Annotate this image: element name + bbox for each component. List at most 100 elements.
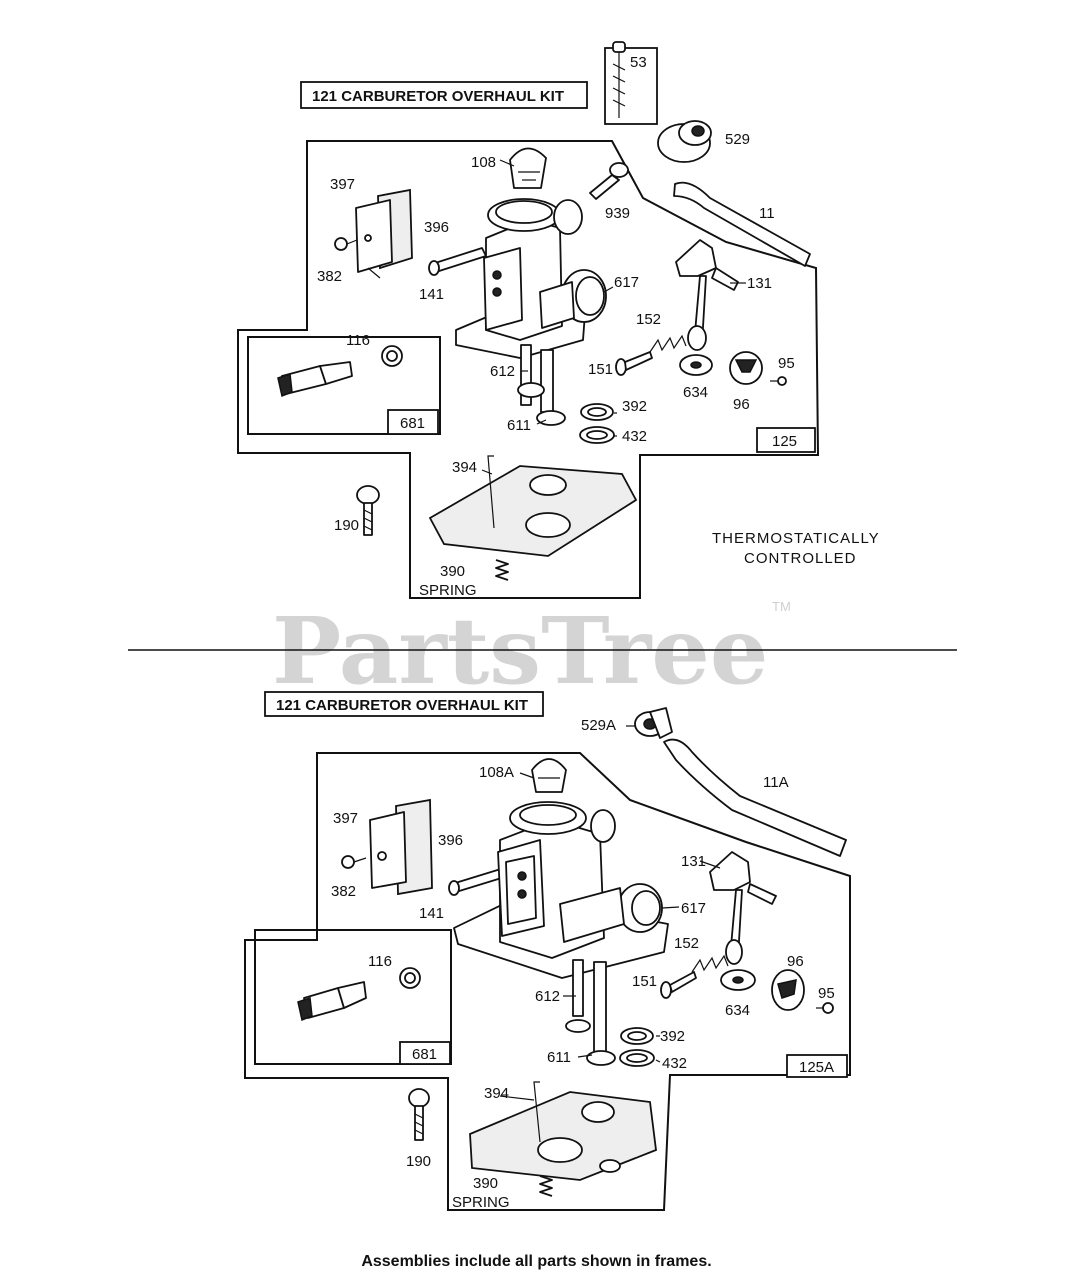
choke-knob-icon — [509, 147, 547, 189]
upper-leader-lines — [367, 159, 746, 475]
callout-label: 96 — [787, 953, 804, 970]
callout-label: 108A — [479, 764, 514, 781]
callout-label: 634 — [725, 1002, 750, 1019]
thermostat-note-line2: CONTROLLED — [744, 550, 857, 567]
callout-label: 190 — [334, 517, 359, 534]
lower-681-tag — [399, 1041, 451, 1065]
elbow-fitting-icon — [634, 707, 673, 739]
callout-label: 392 — [660, 1028, 685, 1045]
callout-label: 634 — [683, 384, 708, 401]
callout-label: 131 — [681, 853, 706, 870]
screw-icon — [334, 237, 358, 251]
callout-label: 390 — [440, 563, 465, 580]
upper-part-53-box — [604, 47, 658, 125]
screw-icon — [356, 485, 380, 536]
callout-label: 432 — [662, 1055, 687, 1072]
needle-valve-icon — [297, 981, 367, 1022]
gasket-ring-icon — [619, 1049, 655, 1067]
callout-label: 611 — [547, 1049, 571, 1066]
carburetor-body-icon — [453, 801, 669, 1066]
callout-label: 11A — [763, 774, 789, 791]
screw-icon — [612, 41, 626, 118]
callout-label: 131 — [747, 275, 772, 292]
callout-label: 394 — [452, 459, 477, 476]
throttle-shaft-icon — [428, 247, 487, 276]
callout-label: 432 — [622, 428, 647, 445]
screw-icon — [770, 376, 787, 386]
choke-valve-icon — [589, 162, 629, 200]
thermostat-disc-icon — [729, 351, 763, 385]
seal-cap-icon — [381, 345, 403, 367]
upper-681-tag — [387, 409, 439, 435]
watermark-trademark: TM — [772, 599, 791, 614]
screw-icon — [341, 855, 367, 869]
upper-kit-title-box: 121 CARBURETOR OVERHAUL KIT — [300, 81, 588, 109]
callout-label: 617 — [681, 900, 706, 917]
washer-icon — [679, 354, 713, 376]
callout-label: 11 — [759, 205, 775, 222]
callout-label: 151 — [588, 361, 613, 378]
callout-label: 95 — [778, 355, 795, 372]
callout-label: 617 — [614, 274, 639, 291]
callout-label: 95 — [818, 985, 835, 1002]
callout-label: 939 — [605, 205, 630, 222]
callout-label: 141 — [419, 286, 444, 303]
air-filter-element-icon — [369, 798, 433, 896]
upper-125-tag — [756, 427, 816, 453]
callout-label: SPRING — [452, 1194, 510, 1211]
callout-label: SPRING — [419, 582, 477, 599]
diaphragm-gasket-icon — [428, 455, 638, 581]
idle-spring-icon — [691, 954, 729, 973]
callout-label: 392 — [622, 398, 647, 415]
upper-assembly: 121 CARBURETOR OVERHAUL KIT — [237, 41, 880, 599]
idle-screw-icon — [660, 971, 697, 999]
cap-fitting-icon — [657, 120, 712, 163]
upper-assembly-frame — [237, 140, 820, 599]
gasket-ring-icon — [579, 426, 615, 444]
callout-label: 396 — [424, 219, 449, 236]
choke-lever-icon — [709, 851, 777, 965]
air-filter-element-icon — [355, 188, 413, 273]
callout-label: 397 — [330, 176, 355, 193]
upper-681-label: 681 — [400, 415, 425, 432]
screw-icon — [816, 1002, 834, 1014]
idle-screw-icon — [615, 351, 653, 376]
callout-label: 108 — [471, 154, 496, 171]
screw-icon — [408, 1088, 430, 1141]
needle-valve-icon — [277, 361, 353, 398]
callout-label: 611 — [507, 417, 531, 434]
thermostat-disc-icon — [771, 969, 805, 1011]
lower-kit-title: 121 CARBURETOR OVERHAUL KIT — [276, 697, 528, 714]
fuel-tube-icon — [663, 738, 847, 857]
callout-label: 529 — [725, 131, 750, 148]
callout-label: 612 — [490, 363, 515, 380]
callout-label: 152 — [674, 935, 699, 952]
fuel-tube-icon — [673, 181, 811, 267]
choke-knob-icon — [531, 758, 567, 793]
callout-label: 53 — [630, 54, 647, 71]
callout-label: 396 — [438, 832, 463, 849]
callout-label: 529A — [581, 717, 616, 734]
upper-681-subframe — [247, 336, 441, 435]
lower-125A-tag — [786, 1054, 848, 1078]
lower-assembly-frame — [244, 752, 851, 1211]
callout-label: 382 — [317, 268, 342, 285]
callout-label: 390 — [473, 1175, 498, 1192]
idle-spring-icon — [649, 334, 687, 353]
seal-cap-icon — [399, 967, 421, 989]
callout-label: 382 — [331, 883, 356, 900]
lower-681-label: 681 — [412, 1046, 437, 1063]
o-ring-icon — [580, 403, 614, 421]
callout-label: 612 — [535, 988, 560, 1005]
lower-leader-lines — [499, 725, 721, 1101]
lower-125A-label: 125A — [799, 1059, 834, 1076]
choke-lever-icon — [675, 239, 739, 351]
callout-label: 116 — [346, 332, 370, 349]
lower-assembly: 121 CARBURETOR OVERHAUL KIT — [244, 691, 851, 1211]
diaphragm-gasket-icon — [469, 1081, 657, 1197]
callout-label: 96 — [733, 396, 750, 413]
thermostat-note-line1: THERMOSTATICALLY — [712, 530, 880, 547]
callout-label: 394 — [484, 1085, 509, 1102]
callout-label: 141 — [419, 905, 444, 922]
